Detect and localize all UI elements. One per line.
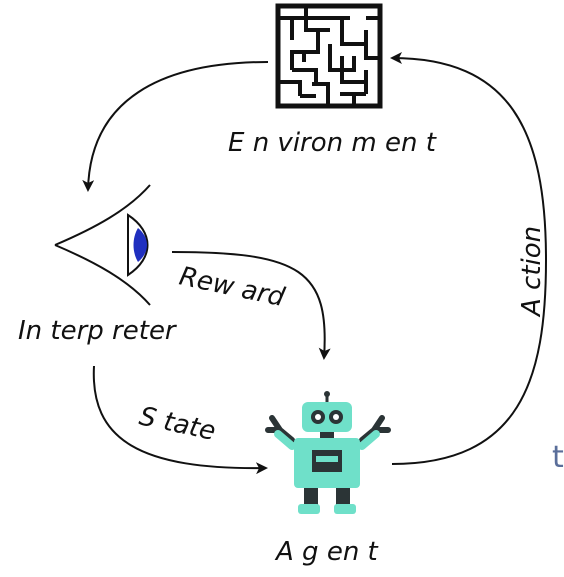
- interpreter-label: In terp reter: [18, 316, 178, 346]
- eye-icon: [54, 184, 151, 306]
- environment-to-interpreter-arrow: [82, 61, 269, 192]
- state-label: S tate: [137, 402, 219, 447]
- agent-label: A g en t: [274, 537, 379, 567]
- action-arrow: [390, 52, 548, 465]
- maze-icon: [275, 3, 383, 109]
- environment-label: E n viron m en t: [228, 128, 437, 158]
- reward-arrow: [171, 251, 331, 360]
- reward-label: Rew ard: [177, 262, 288, 314]
- robot-icon: [265, 391, 391, 514]
- action-label: A ction: [517, 226, 547, 318]
- state-arrow: [92, 365, 268, 475]
- edge-cut-text: t: [552, 440, 564, 475]
